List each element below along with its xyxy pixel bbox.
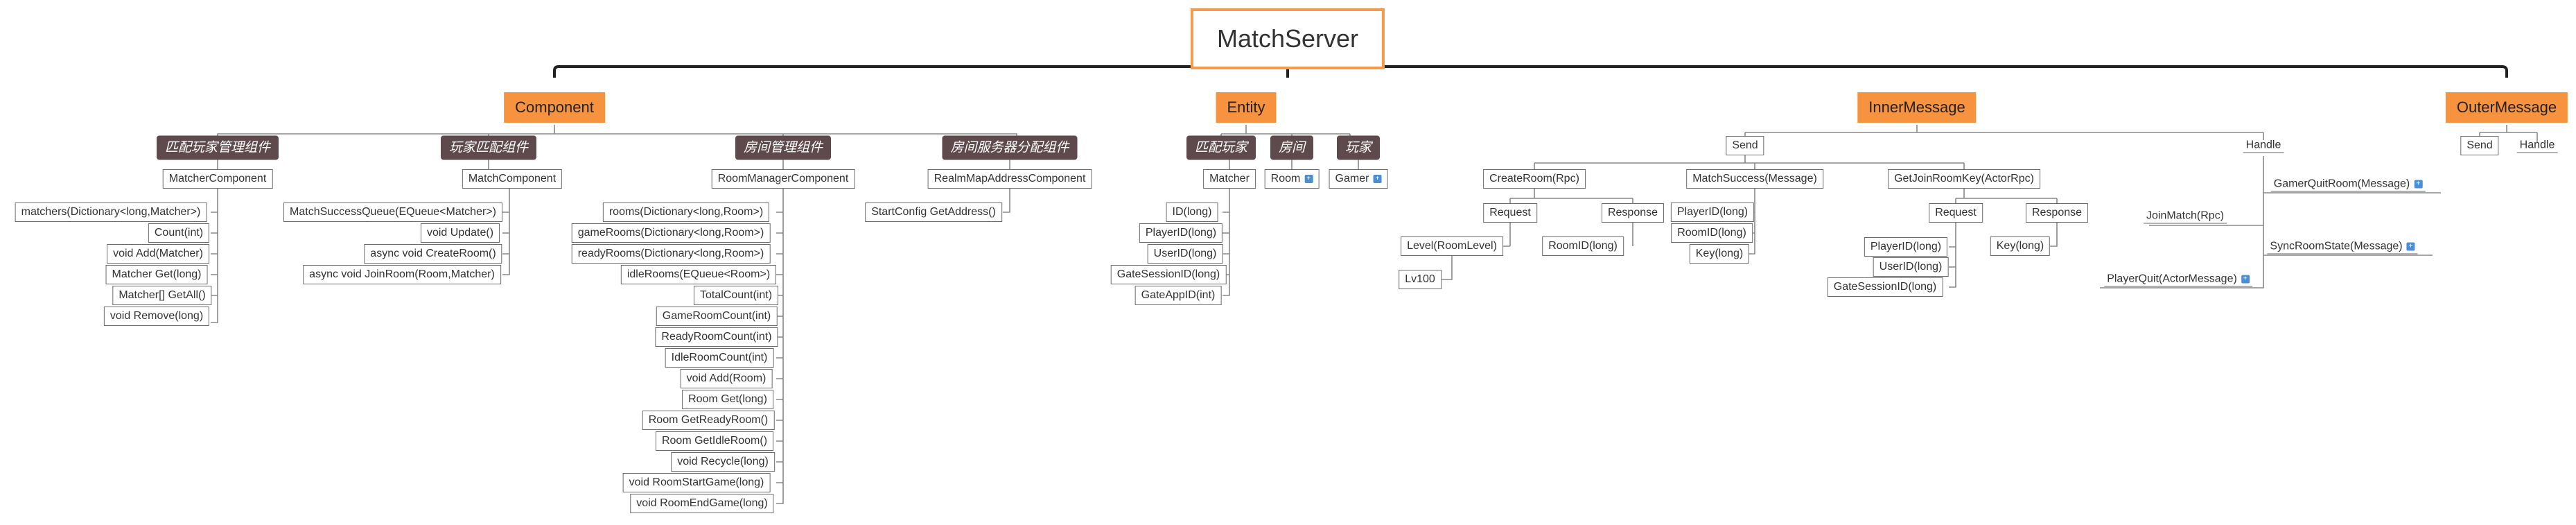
member-node[interactable]: Count(int) [148,223,210,243]
member-node[interactable]: MatchSuccessQueue(EQueue<Matcher>) [283,203,502,222]
outer-send-node[interactable]: Send [2460,136,2499,155]
level-value-node[interactable]: Lv100 [1399,270,1442,289]
member-node[interactable]: TotalCount(int) [693,286,779,305]
member-node[interactable]: Room Get(long) [682,390,773,409]
field-node[interactable]: GateSessionID(long) [1827,277,1943,297]
category-room-manager[interactable]: 房间管理组件 [735,135,832,160]
member-node[interactable]: readyRooms(Dictionary<long,Room>) [571,244,771,264]
get-join-room-key-request-node[interactable]: Request [1929,203,1983,223]
class-match-component[interactable]: MatchComponent [462,169,563,189]
category-matcher-entity[interactable]: 匹配玩家 [1186,135,1256,160]
member-node[interactable]: StartConfig GetAddress() [865,203,1002,222]
create-room-rpc-node[interactable]: CreateRoom(Rpc) [1483,169,1586,189]
member-node[interactable]: void Add(Room) [680,369,773,388]
branch-component[interactable]: Component [504,92,605,123]
inner-handle-node[interactable]: Handle [2243,139,2284,153]
member-node[interactable]: Matcher Get(long) [105,265,208,284]
member-node[interactable]: ID(long) [1166,203,1218,222]
class-matcher-component[interactable]: MatcherComponent [162,169,273,189]
member-node[interactable]: void RoomEndGame(long) [630,494,774,513]
field-node[interactable]: PlayerID(long) [1670,203,1755,222]
outer-handle-node[interactable]: Handle [2516,139,2558,153]
class-room[interactable]: Room+ [1264,169,1320,189]
class-room-manager-component[interactable]: RoomManagerComponent [711,169,855,189]
handler-label: PlayerQuit(ActorMessage) [2107,273,2237,285]
member-node[interactable]: rooms(Dictionary<long,Room>) [602,203,770,222]
handler-label: GamerQuitRoom(Message) [2273,178,2410,190]
field-node[interactable]: RoomID(long) [1671,223,1753,243]
member-node[interactable]: void RoomStartGame(long) [622,473,771,492]
member-node[interactable]: PlayerID(long) [1139,223,1223,243]
class-gamer-label: Gamer [1335,173,1369,184]
handler-gamer-quit-room[interactable]: GamerQuitRoom(Message) + [2270,178,2426,192]
field-node[interactable]: PlayerID(long) [1864,237,1948,257]
get-join-room-key-node[interactable]: GetJoinRoomKey(ActorRpc) [1888,169,2040,189]
member-node[interactable]: UserID(long) [1147,244,1223,264]
member-node[interactable]: ReadyRoomCount(int) [655,327,778,347]
field-node[interactable]: RoomID(long) [1542,236,1624,256]
expand-icon[interactable]: + [1373,174,1382,183]
get-join-room-key-response-node[interactable]: Response [2025,203,2089,223]
branch-inner-message[interactable]: InnerMessage [1857,92,1977,123]
class-gamer[interactable]: Gamer + [1329,169,1388,189]
member-node[interactable]: void Remove(long) [103,307,210,326]
create-room-request-node[interactable]: Request [1483,203,1537,223]
field-node[interactable]: Key(long) [1990,236,2051,256]
inner-send-node[interactable]: Send [1726,136,1764,155]
field-node[interactable]: Level(RoomLevel) [1401,236,1503,256]
handler-sync-room-state[interactable]: SyncRoomState(Message)+ [2267,240,2418,255]
field-node[interactable]: UserID(long) [1873,257,1949,277]
handler-label: SyncRoomState(Message) [2270,240,2403,252]
expand-icon[interactable]: + [2414,180,2423,189]
member-node[interactable]: Room GetIdleRoom() [655,431,774,451]
member-node[interactable]: void Update() [420,223,500,243]
category-room-server-alloc[interactable]: 房间服务器分配组件 [942,135,1078,160]
member-node[interactable]: matchers(Dictionary<long,Matcher>) [15,203,207,222]
member-node[interactable]: Matcher[] GetAll() [112,286,212,305]
class-realm-map-address-component[interactable]: RealmMapAddressComponent [927,169,1092,189]
member-node[interactable]: gameRooms(Dictionary<long,Room>) [571,223,771,243]
category-gamer-entity[interactable]: 玩家 [1336,135,1381,160]
member-node[interactable]: IdleRoomCount(int) [665,348,774,368]
expand-icon[interactable]: + [2241,275,2250,284]
create-room-response-node[interactable]: Response [1601,203,1665,223]
member-node[interactable]: idleRooms(EQueue<Room>) [620,265,777,284]
category-player-match[interactable]: 玩家匹配组件 [440,135,537,160]
match-success-node[interactable]: MatchSuccess(Message) [1686,169,1823,189]
class-room-label: Room [1270,173,1301,184]
member-node[interactable]: void Add(Matcher) [107,244,209,264]
member-node[interactable]: void Recycle(long) [671,452,775,472]
member-node[interactable]: GateSessionID(long) [1110,265,1227,284]
class-matcher[interactable]: Matcher [1203,169,1256,189]
expand-icon[interactable]: + [1304,174,1313,183]
member-node[interactable]: GateAppID(int) [1134,286,1222,305]
category-match-player-manager[interactable]: 匹配玩家管理组件 [156,135,279,160]
member-node[interactable]: async void CreateRoom() [364,244,502,264]
category-room-entity[interactable]: 房间 [1270,135,1314,160]
member-node[interactable]: async void JoinRoom(Room,Matcher) [303,265,501,284]
member-node[interactable]: GameRoomCount(int) [656,307,778,326]
member-node[interactable]: Room GetReadyRoom() [642,411,775,430]
handler-player-quit[interactable]: PlayerQuit(ActorMessage) + [2104,273,2252,287]
branch-outer-message[interactable]: OuterMessage [2445,92,2568,123]
branch-entity[interactable]: Entity [1216,92,1277,123]
expand-icon[interactable]: + [2406,242,2415,251]
root-node-matchserver[interactable]: MatchServer [1190,8,1385,69]
handler-join-match[interactable]: JoinMatch(Rpc) [2143,209,2227,224]
field-node[interactable]: Key(long) [1689,244,1750,264]
